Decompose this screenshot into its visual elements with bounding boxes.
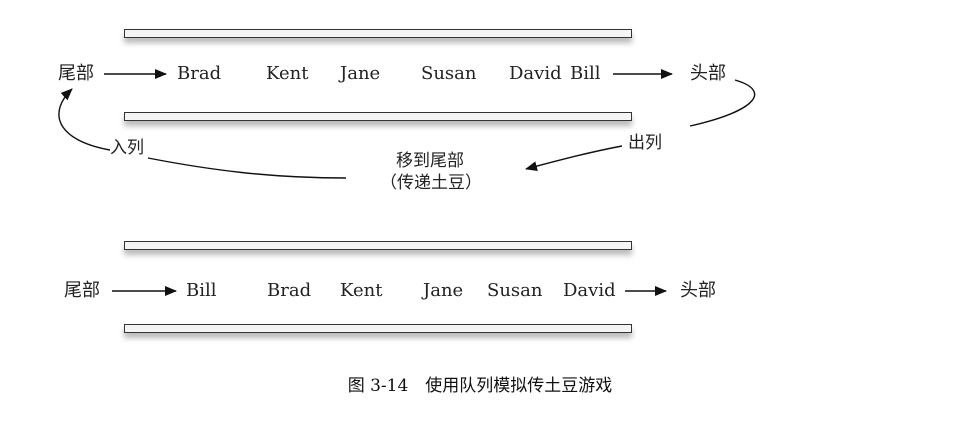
queue-item-top-6: Bill <box>570 63 601 84</box>
queue-item-bottom-3: Kent <box>340 280 383 301</box>
queue-item-top-1: Brad <box>177 63 222 84</box>
pass-potato-label: （传递土豆） <box>380 173 482 193</box>
figure-caption: 图 3-14 使用队列模拟传土豆游戏 <box>347 376 613 396</box>
enqueue-label: 入列 <box>110 138 144 158</box>
queue-item-bottom-6: David <box>563 280 616 301</box>
queue-bar-bottom-upper <box>124 241 632 250</box>
queue-item-bottom-2: Brad <box>267 280 312 301</box>
queue-item-top-3: Jane <box>340 63 381 84</box>
head-label-bottom: 头部 <box>680 280 716 301</box>
queue-item-bottom-1: Bill <box>186 280 217 301</box>
move-to-tail-label: 移到尾部 <box>396 151 464 171</box>
enqueue-curve <box>58 88 111 151</box>
queue-bar-top-lower <box>124 112 632 121</box>
queue-item-bottom-4: Jane <box>423 280 464 301</box>
return-curve <box>147 157 347 179</box>
dequeue-label: 出列 <box>628 133 662 153</box>
move-arrow <box>525 145 623 172</box>
dequeue-curve <box>689 79 756 127</box>
queue-item-top-2: Kent <box>266 63 309 84</box>
tail-label-top: 尾部 <box>58 63 94 84</box>
queue-bar-top-upper <box>124 29 632 38</box>
head-label-top: 头部 <box>690 63 726 84</box>
tail-label-bottom: 尾部 <box>64 280 100 301</box>
queue-item-top-4: Susan <box>421 63 477 84</box>
queue-item-top-5: David <box>509 63 562 84</box>
queue-bar-bottom-lower <box>124 324 632 333</box>
queue-item-bottom-5: Susan <box>487 280 543 301</box>
